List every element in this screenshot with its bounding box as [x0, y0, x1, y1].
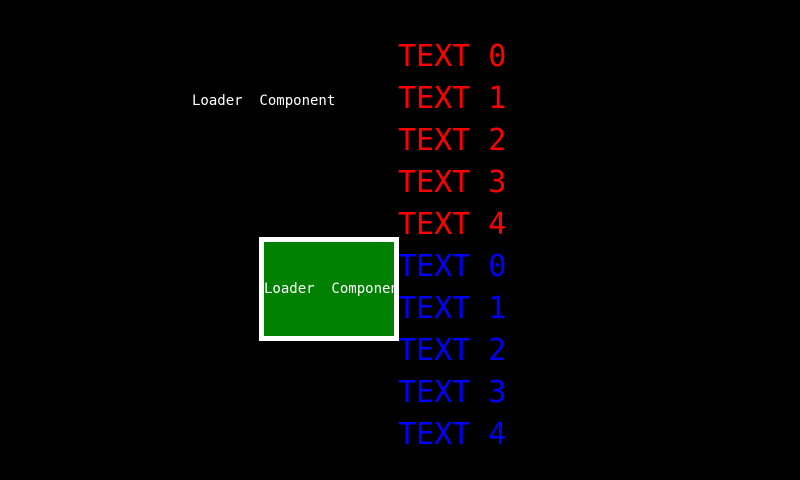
list-item[interactable]: TEXT 3 — [398, 375, 507, 410]
list-item[interactable]: TEXT 1 — [398, 291, 507, 326]
list-item[interactable]: TEXT 4 — [398, 417, 507, 452]
list-item[interactable]: TEXT 4 — [398, 207, 507, 242]
loader-component-panel[interactable]: Loader Component — [259, 237, 399, 341]
list-item[interactable]: TEXT 0 — [398, 249, 507, 284]
loader-component-label-top: Loader Component — [192, 93, 336, 109]
list-item[interactable]: TEXT 0 — [398, 39, 507, 74]
list-item[interactable]: TEXT 3 — [398, 165, 507, 200]
list-item[interactable]: TEXT 2 — [398, 333, 507, 368]
loader-panel-label: Loader Component — [264, 281, 399, 297]
list-item[interactable]: TEXT 1 — [398, 81, 507, 116]
list-item[interactable]: TEXT 2 — [398, 123, 507, 158]
text-list: TEXT 0 TEXT 1 TEXT 2 TEXT 3 TEXT 4 TEXT … — [398, 36, 538, 456]
